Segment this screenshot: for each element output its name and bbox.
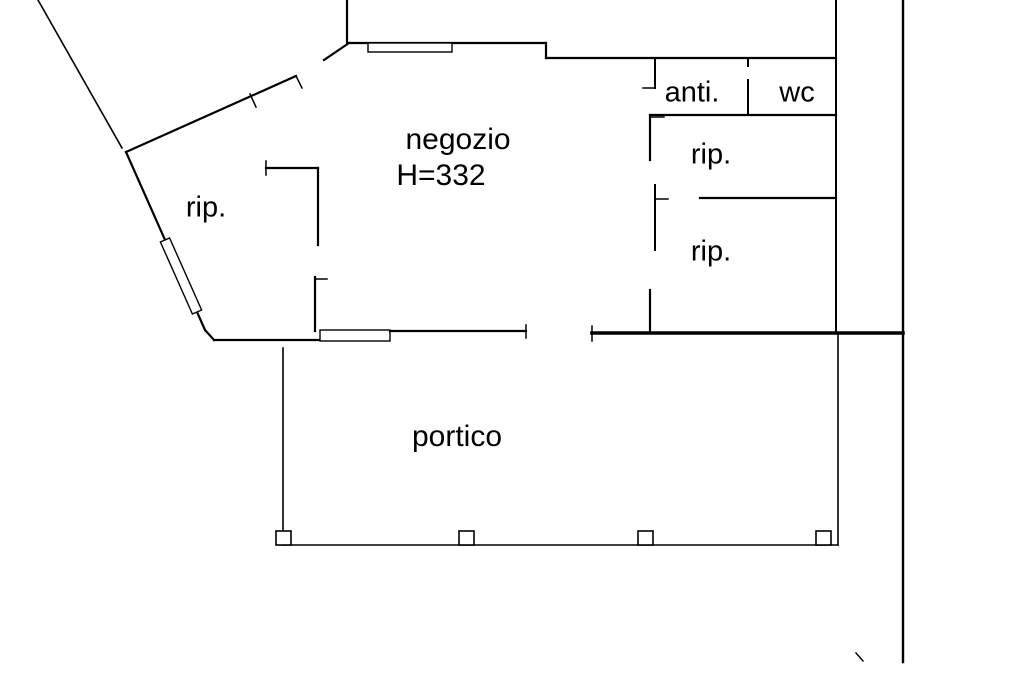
- room-label-negozio-height: H=332: [396, 159, 486, 192]
- window-bottom: [319, 329, 391, 342]
- window-top: [367, 42, 453, 53]
- mark-bottom-right: [854, 651, 865, 663]
- portico-pillar-4: [815, 530, 832, 546]
- portico-pillar-2: [458, 530, 475, 546]
- room-label-negozio: negozio: [405, 123, 511, 156]
- room-label-rip-left: rip.: [185, 191, 227, 224]
- room-label-anti: anti.: [664, 76, 720, 109]
- room-label-wc: wc: [779, 76, 815, 109]
- window-left: [159, 237, 203, 315]
- portico-pillar-3: [637, 530, 654, 546]
- boundary-diagonal-line: [37, 0, 124, 150]
- room-label-portico: portico: [411, 420, 503, 453]
- walls-group: [37, 0, 905, 664]
- room-label-rip-lower: rip.: [690, 235, 732, 268]
- wall-corner-bottom-left: [203, 328, 216, 342]
- wall-diagonal-upper-left: [124, 74, 298, 154]
- portico-pillar-1: [275, 530, 292, 546]
- door-jamb-diagonal: [249, 93, 257, 108]
- wall-entry-diagonal-a: [322, 41, 351, 62]
- room-label-rip-upper: rip.: [690, 138, 732, 171]
- door-jamb-entry: [294, 74, 304, 90]
